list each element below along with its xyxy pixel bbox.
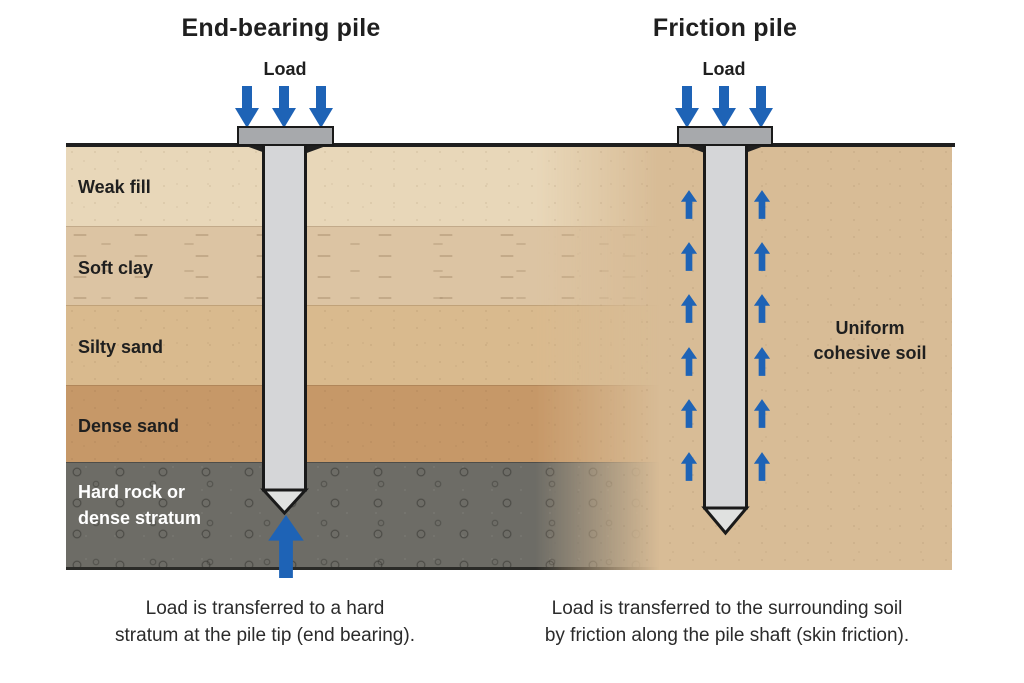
skin-friction-arrow-icon (680, 188, 698, 221)
skin-friction-arrow-icon (753, 292, 771, 325)
end-bearing-reaction-arrow-icon (267, 514, 305, 579)
friction-pile-shaft (701, 141, 750, 536)
soil-layer-label-silty-sand: Silty sand (78, 337, 164, 357)
soil-layer-silty-sand (66, 305, 952, 386)
hard-rock-label-line1: Hard rock or (78, 482, 186, 502)
skin-friction-arrow-icon (753, 397, 771, 430)
friction-load-label: Load (702, 59, 746, 79)
skin-friction-arrow-icon (680, 397, 698, 430)
skin-friction-arrow-icon (753, 345, 771, 378)
skin-friction-arrow-icon (680, 240, 698, 273)
load-arrow-down-icon (235, 86, 259, 128)
end-bearing-load-label: Load (263, 59, 307, 79)
hard-rock-label-line2: dense stratum (78, 508, 202, 528)
soil-layer-dense-sand (66, 385, 952, 463)
skin-friction-arrow-icon (753, 450, 771, 483)
friction-caption-line1: Load is transferred to the surrounding s… (551, 598, 903, 619)
friction-caption: Load is transferred to the surrounding s… (527, 595, 927, 649)
end-bearing-caption: Load is transferred to a hard stratum at… (95, 595, 435, 649)
uniform-soil-label-line1: Uniform (835, 318, 905, 338)
skin-friction-arrow-icon (680, 292, 698, 325)
soil-layer-weak-fill (66, 147, 952, 226)
soil-layer-label-soft-clay: Soft clay (78, 258, 154, 278)
ground-surface-line (66, 143, 955, 147)
load-arrow-down-icon (272, 86, 296, 128)
soil-layers (66, 147, 952, 571)
soil-layer-label-dense-sand: Dense sand (78, 416, 180, 436)
soil-layer-soft-clay (66, 226, 952, 306)
friction-pile-cap (677, 126, 773, 146)
end-bearing-pile-title: End-bearing pile (181, 14, 381, 42)
end-bearing-caption-line1: Load is transferred to a hard (145, 598, 385, 619)
skin-friction-arrow-icon (680, 345, 698, 378)
end-bearing-caption-line2: stratum at the pile tip (end bearing). (115, 625, 415, 646)
soil-layer-label-hard-rock: Hard rock or dense stratum (78, 479, 201, 531)
load-arrow-down-icon (675, 86, 699, 128)
soil-layer-label-weak-fill: Weak fill (78, 177, 151, 197)
soil-layer-hard-rock (66, 462, 952, 571)
uniform-soil-label-line2: cohesive soil (813, 343, 927, 363)
end-bearing-pile-shaft (260, 141, 309, 516)
friction-caption-line2: by friction along the pile shaft (skin f… (544, 625, 910, 646)
uniform-soil-label: Uniform cohesive soil (790, 316, 950, 366)
end-bearing-pile-cap (237, 126, 334, 146)
skin-friction-arrow-icon (680, 450, 698, 483)
friction-pile-title: Friction pile (652, 14, 798, 42)
load-arrow-down-icon (309, 86, 333, 128)
skin-friction-arrow-icon (753, 240, 771, 273)
load-arrow-down-icon (712, 86, 736, 128)
ground-cross-section: Weak fill Soft clay Silty sand Dense san… (66, 147, 952, 571)
skin-friction-arrow-icon (753, 188, 771, 221)
load-arrow-down-icon (749, 86, 773, 128)
